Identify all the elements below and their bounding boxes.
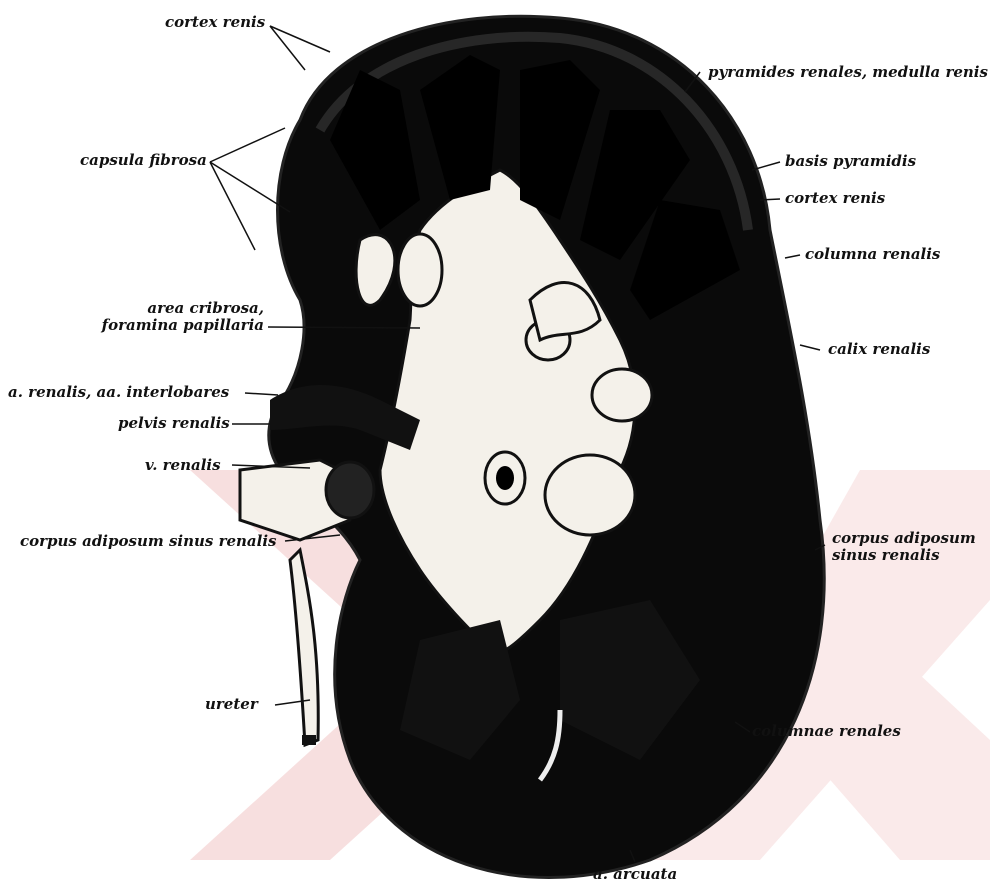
label-corpus-adiposum-right: corpus adiposum sinus renalis	[832, 530, 976, 564]
label-ureter: ureter	[205, 696, 258, 713]
label-capsula-fibrosa: capsula fibrosa	[80, 152, 207, 169]
label-pyramides-renales: pyramides renales, medulla renis	[708, 64, 988, 81]
label-a-arcuata: a. arcuata	[593, 866, 677, 883]
label-v-renalis: v. renalis	[145, 457, 221, 474]
label-corpus-adiposum-right-line1: corpus adiposum	[832, 530, 976, 547]
label-area-cribrosa: area cribrosa, foramina papillaria	[96, 300, 264, 334]
label-cortex-renis-top: cortex renis	[165, 14, 265, 31]
label-area-cribrosa-line2: foramina papillaria	[96, 317, 264, 334]
label-calix-renalis: calix renalis	[828, 341, 930, 358]
label-area-cribrosa-line1: area cribrosa,	[96, 300, 264, 317]
label-corpus-adiposum-left: corpus adiposum sinus renalis	[20, 533, 276, 550]
label-a-renalis: a. renalis, aa. interlobares	[8, 384, 229, 401]
label-cortex-renis-right: cortex renis	[785, 190, 885, 207]
label-pelvis-renalis: pelvis renalis	[118, 415, 230, 432]
label-columna-renalis: columna renalis	[805, 246, 940, 263]
label-columnae-renales: columnae renales	[752, 723, 901, 740]
label-corpus-adiposum-right-line2: sinus renalis	[832, 547, 976, 564]
label-basis-pyramidis: basis pyramidis	[785, 153, 916, 170]
